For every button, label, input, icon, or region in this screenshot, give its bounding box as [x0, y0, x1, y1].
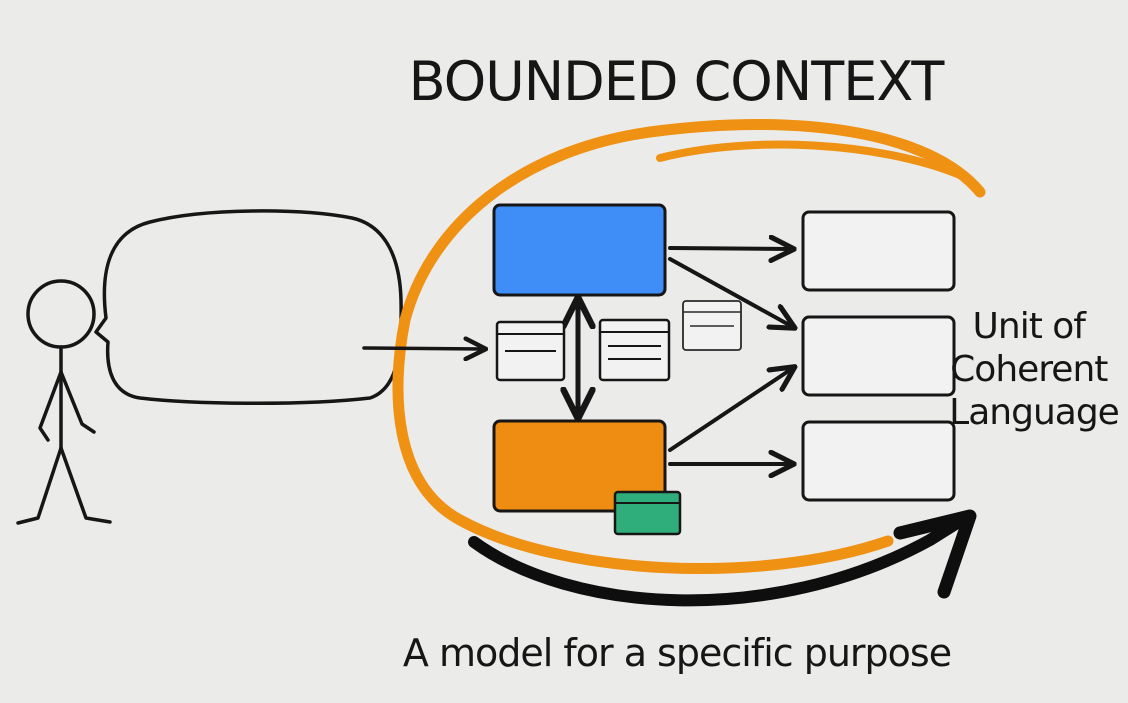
side-label-line-1: Unit of	[973, 306, 1088, 347]
bounded-context-boundary	[392, 119, 986, 575]
card-left	[495, 320, 566, 382]
concept-box-top	[801, 210, 956, 292]
arrow-orange-to-middle	[668, 368, 793, 452]
arrow-blue-to-top	[668, 248, 792, 249]
side-label-line-2: Coherent	[950, 349, 1108, 390]
concept-box-bottom	[801, 420, 956, 502]
diagram-title: BOUNDED CONTEXT	[409, 50, 946, 113]
sweep-arrow	[468, 509, 977, 607]
card-middle	[598, 318, 671, 382]
speech-bubble-icon	[94, 209, 403, 406]
blue-entity-box	[492, 203, 667, 297]
relationship-arrows	[668, 248, 793, 464]
concept-box-middle	[801, 315, 956, 397]
green-card	[613, 490, 682, 536]
side-label-line-3: Language	[949, 392, 1119, 433]
stick-figure-icon	[16, 279, 112, 525]
side-label: Unit of Coherent Language	[949, 306, 1119, 433]
arrow-blue-to-middle	[668, 257, 793, 327]
input-arrow	[362, 348, 484, 349]
diagram-caption: A model for a specific purpose	[403, 631, 951, 675]
card-right	[682, 300, 742, 351]
